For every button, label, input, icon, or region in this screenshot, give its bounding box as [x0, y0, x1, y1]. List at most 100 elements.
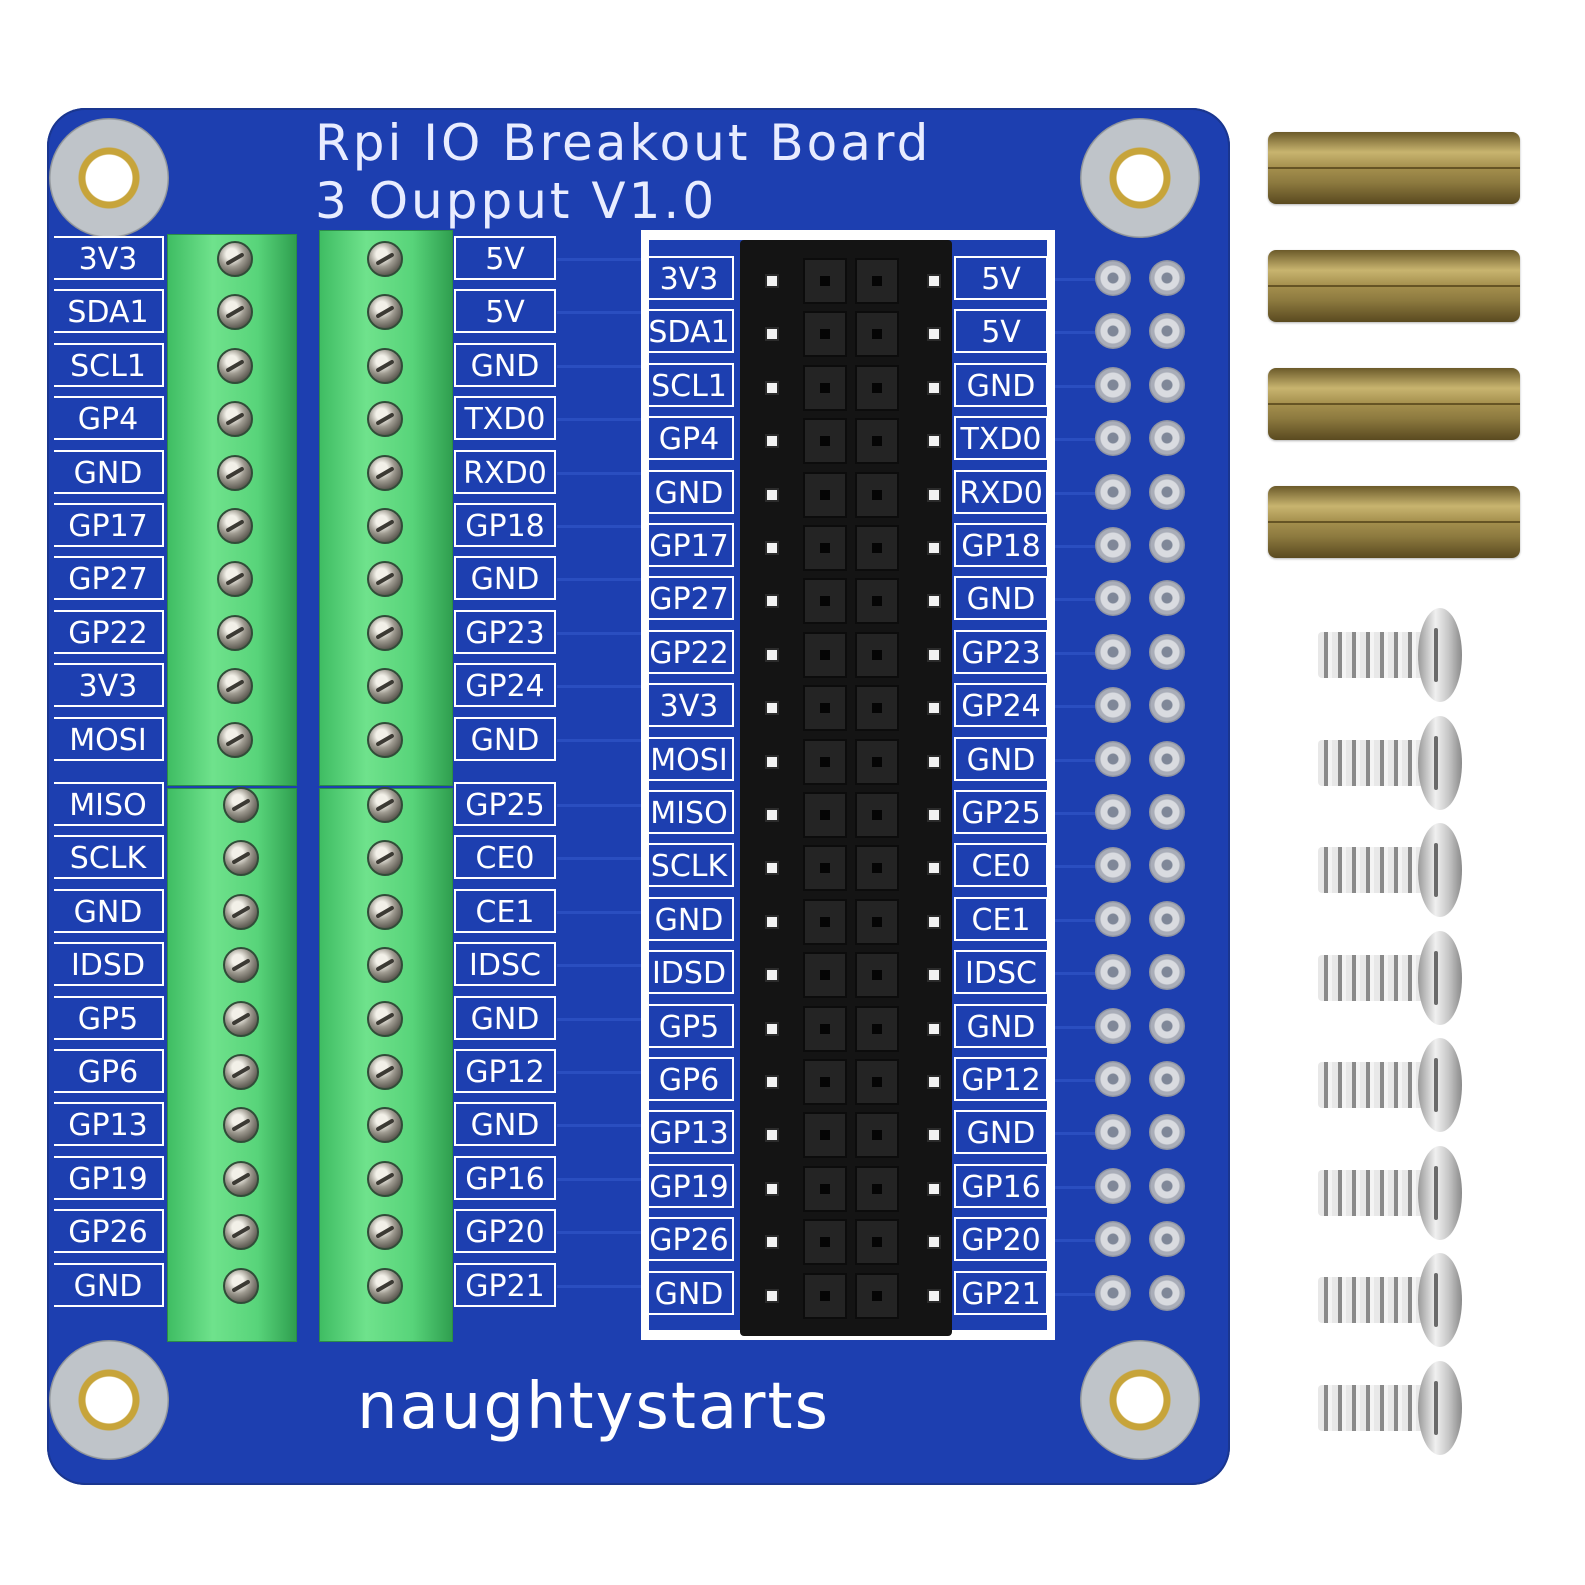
- terminal-label: GP20: [454, 1209, 556, 1254]
- terminal-label: GP6: [54, 1049, 164, 1093]
- header-label: IDSD: [644, 950, 734, 995]
- pcb-trace: [1048, 1239, 1098, 1243]
- pcb-trace: [557, 471, 647, 475]
- header-pin: [767, 1183, 777, 1194]
- header-socket: [855, 1272, 899, 1319]
- header-socket: [855, 1005, 899, 1052]
- header-label: GP21: [954, 1270, 1048, 1315]
- brass-spacer: [1268, 132, 1520, 204]
- header-label: GP19: [644, 1163, 734, 1208]
- pcb-trace: [1048, 972, 1098, 976]
- terminal-screw: [217, 668, 253, 705]
- header-pin: [929, 382, 939, 393]
- header-pin: [767, 1130, 777, 1141]
- solder-pad: [1149, 954, 1185, 991]
- header-pin: [767, 756, 777, 767]
- terminal-screw: [367, 294, 403, 331]
- header-label: CE1: [954, 896, 1048, 941]
- solder-pad: [1095, 420, 1131, 457]
- solder-pad: [1149, 1274, 1185, 1311]
- solder-pad: [1149, 794, 1185, 830]
- header-pin: [929, 756, 939, 767]
- header-label: SCLK: [644, 843, 734, 888]
- pcb-trace: [557, 1284, 647, 1288]
- header-label: SCL1: [644, 362, 734, 407]
- header-label: GP4: [644, 416, 734, 461]
- mounting-screw: [1318, 823, 1470, 919]
- brass-spacer: [1268, 486, 1520, 558]
- header-pin: [929, 970, 939, 981]
- pcb-trace: [1048, 331, 1098, 335]
- terminal-screw: [367, 840, 403, 877]
- pcb-trace: [1048, 491, 1098, 495]
- pcb-trace: [557, 311, 647, 315]
- pcb-trace: [1048, 278, 1098, 281]
- terminal-screw: [367, 893, 403, 930]
- terminal-label: GND: [454, 716, 556, 761]
- terminal-label: GP5: [54, 995, 164, 1040]
- pcb-trace: [557, 804, 647, 807]
- header-label: GP17: [644, 523, 734, 567]
- pcb-trace: [1048, 1185, 1098, 1189]
- screw-thread: [1318, 632, 1428, 678]
- header-pin: [929, 649, 939, 660]
- terminal-label: GP25: [454, 782, 556, 826]
- terminal-label: CE1: [454, 888, 556, 933]
- screw-thread: [1318, 847, 1428, 893]
- header-pin: [767, 1237, 777, 1248]
- terminal-screw: [367, 561, 403, 598]
- terminal-screw: [367, 508, 403, 544]
- header-socket: [803, 471, 847, 518]
- screw-head: [1418, 823, 1462, 917]
- terminal-screw: [223, 1107, 259, 1144]
- terminal-label: GP27: [54, 556, 164, 601]
- terminal-label: RXD0: [454, 449, 556, 494]
- header-label: GP26: [644, 1217, 734, 1262]
- header-pin: [929, 1130, 939, 1141]
- header-socket: [803, 1165, 847, 1212]
- terminal-screw: [223, 893, 259, 930]
- pcb-trace: [557, 857, 647, 861]
- header-pin: [929, 543, 939, 553]
- terminal-screw: [367, 614, 403, 651]
- header-socket: [855, 1059, 899, 1105]
- solder-pad: [1149, 313, 1185, 350]
- header-pin: [767, 970, 777, 981]
- header-label: GND: [954, 1110, 1048, 1155]
- terminal-screw: [223, 1267, 259, 1304]
- terminal-label: TXD0: [454, 396, 556, 441]
- header-socket: [803, 578, 847, 625]
- solder-pad: [1149, 473, 1185, 510]
- solder-pad: [1095, 1221, 1131, 1258]
- mounting-screw: [1318, 1253, 1470, 1349]
- header-label: GP20: [954, 1217, 1048, 1262]
- solder-pad: [1095, 1007, 1131, 1044]
- terminal-screw: [367, 947, 403, 984]
- terminal-label: GND: [54, 1262, 164, 1307]
- terminal-label: GP13: [54, 1102, 164, 1147]
- header-socket: [855, 525, 899, 571]
- screw-thread: [1318, 1384, 1428, 1431]
- brand-name: naughtystarts: [357, 1370, 830, 1444]
- header-label: GND: [954, 362, 1048, 407]
- screw-thread: [1318, 1169, 1428, 1216]
- terminal-label: GND: [454, 1102, 556, 1147]
- solder-pad: [1149, 1114, 1185, 1151]
- mounting-hole-bottom-left: [49, 1340, 169, 1460]
- terminal-screw: [223, 1054, 259, 1090]
- header-pin: [767, 382, 777, 393]
- terminal-screw: [217, 508, 253, 544]
- pcb-trace: [557, 418, 647, 422]
- solder-pad: [1149, 420, 1185, 457]
- solder-pad: [1149, 740, 1185, 777]
- screw-thread: [1318, 739, 1428, 786]
- header-socket: [855, 364, 899, 411]
- brass-spacer: [1268, 250, 1520, 322]
- header-pin: [929, 596, 939, 607]
- terminal-label: GP18: [454, 503, 556, 547]
- header-label: 5V: [954, 309, 1048, 354]
- solder-pad: [1149, 1221, 1185, 1258]
- pcb-trace: [1048, 918, 1098, 922]
- header-socket: [855, 418, 899, 465]
